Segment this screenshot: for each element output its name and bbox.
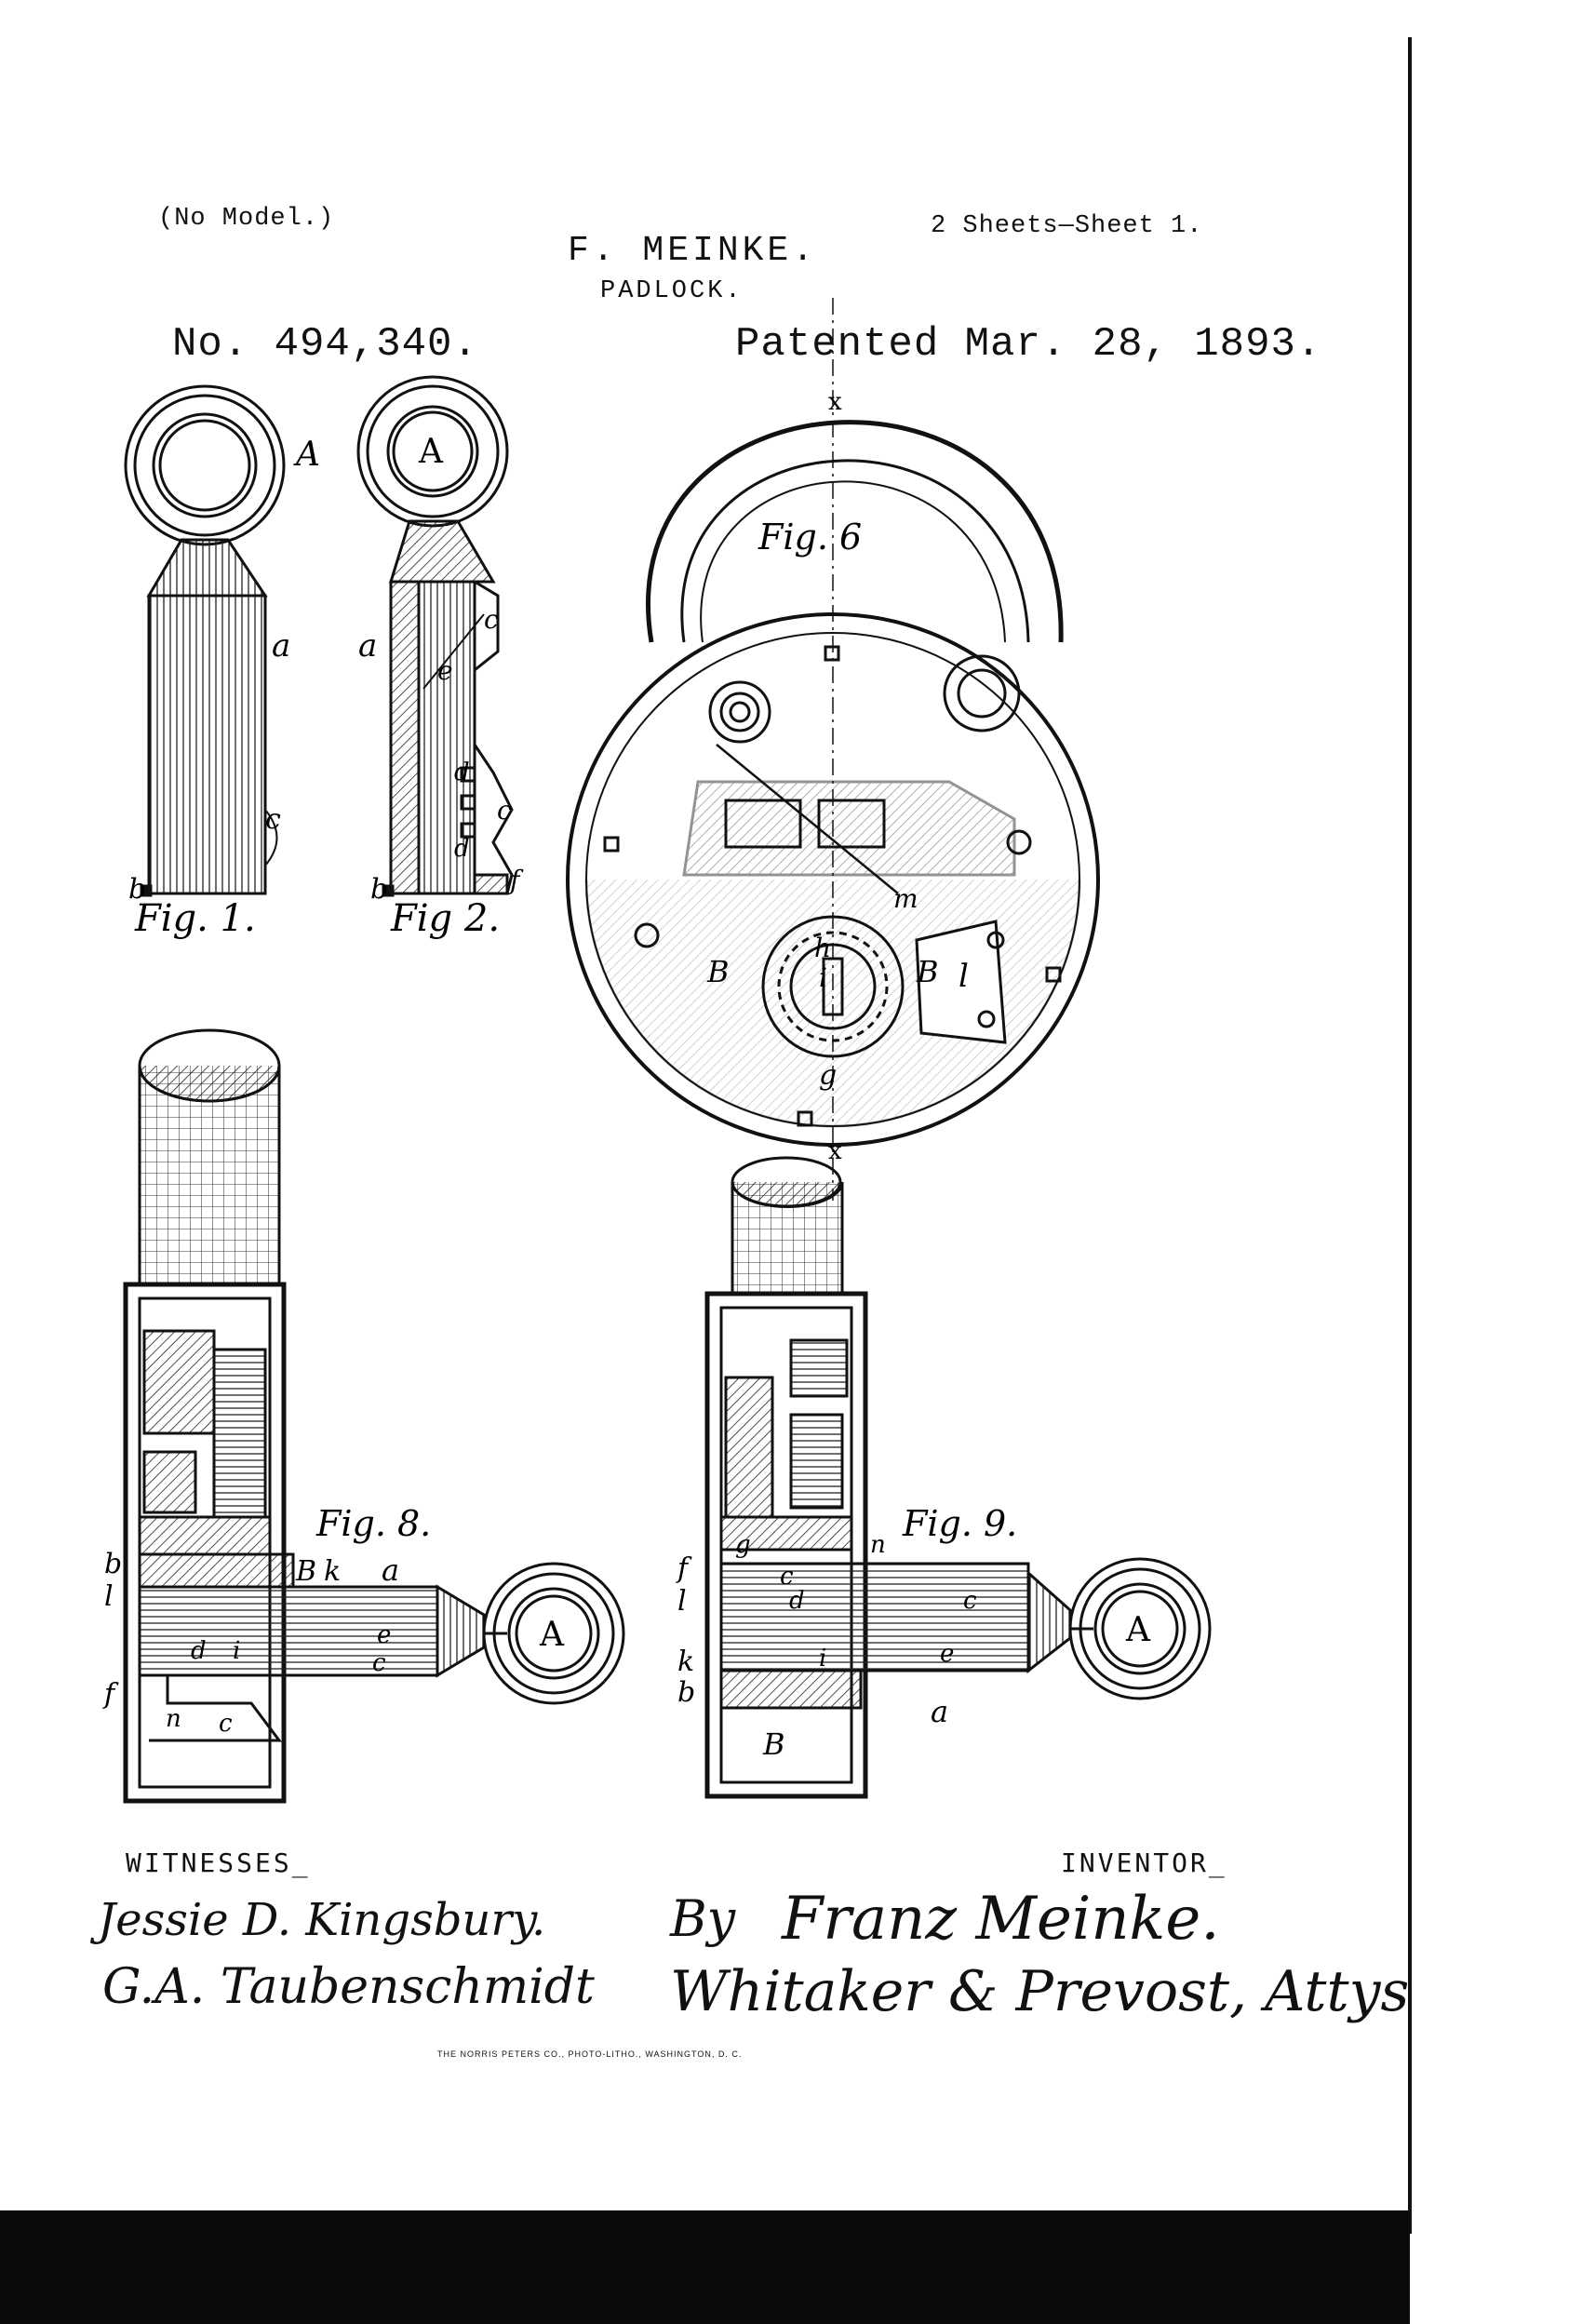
fig2-label-a: a	[358, 627, 377, 665]
fig9-label-c-right: c	[963, 1587, 977, 1615]
fig9-label-e: e	[940, 1640, 954, 1668]
fig6-label-i: i	[819, 962, 827, 993]
witness-1-signature: Jessie D. Kingsbury.	[98, 1894, 546, 1946]
fig6-caption: Fig. 6	[757, 517, 862, 557]
scan-border-band	[0, 2210, 1410, 2324]
fig8-caption: Fig. 8.	[315, 1503, 431, 1544]
fig9-label-a: a	[931, 1694, 948, 1729]
fig1-caption: Fig. 1.	[134, 897, 256, 940]
fig9-caption: Fig. 9.	[902, 1503, 1017, 1544]
figure-8	[123, 1028, 625, 1804]
fig2-label-f: f	[508, 865, 524, 895]
inventor-signature-by: By	[670, 1889, 736, 1948]
fig2-label-c-mid: c	[497, 795, 512, 826]
fig8-label-f: f	[102, 1678, 119, 1711]
figure-9	[704, 1156, 1212, 1799]
fig8-label-A: A	[539, 1616, 565, 1654]
figure-2	[356, 375, 514, 897]
fig8-label-a: a	[382, 1552, 399, 1588]
fig8-label-n: n	[166, 1705, 181, 1733]
witnesses-label: WITNESSES_	[126, 1847, 311, 1878]
inventor-name: F. MEINKE.	[568, 231, 818, 271]
fig6-label-m: m	[893, 883, 918, 914]
fig8-label-c-low: c	[219, 1710, 233, 1738]
printer-credit: THE NORRIS PETERS CO., PHOTO-LITHO., WAS…	[437, 2049, 743, 2059]
fig9-label-f: f	[676, 1552, 692, 1585]
fig2-label-d-top: d	[454, 759, 470, 786]
model-note: (No Model.)	[158, 205, 335, 233]
figure-1	[124, 384, 286, 897]
fig2-caption: Fig 2.	[390, 897, 500, 940]
fig8-label-l: l	[104, 1580, 114, 1613]
fig1-label-a: a	[272, 627, 290, 665]
fig2-label-c-top: c	[484, 604, 499, 635]
fig2-label-e: e	[437, 655, 453, 686]
fig6-label-g: g	[819, 1059, 837, 1092]
fig9-label-i: i	[819, 1645, 826, 1672]
fig8-label-c-right: c	[372, 1649, 386, 1677]
inventor-label: INVENTOR_	[1061, 1847, 1227, 1878]
fig8-label-i: i	[233, 1637, 240, 1665]
fig6-label-h: h	[814, 933, 831, 963]
witness-2-signature: G.A. Taubenschmidt	[102, 1959, 595, 2015]
attorneys-signature: Whitaker & Prevost, Attys	[670, 1959, 1410, 2024]
fig2-label-b: b	[370, 873, 388, 906]
fig8-label-d: d	[191, 1637, 207, 1665]
fig9-label-d: d	[789, 1587, 805, 1615]
fig9-label-A: A	[1125, 1611, 1151, 1649]
patent-title: PADLOCK.	[600, 277, 744, 305]
fig9-label-n: n	[870, 1531, 886, 1559]
fig9-label-g: g	[735, 1531, 751, 1559]
fig6-label-x-top: x	[828, 388, 842, 416]
fig1-label-A: A	[293, 436, 320, 474]
patent-number: No. 494,340.	[172, 321, 478, 368]
fig6-label-B-right: B	[916, 954, 939, 989]
fig8-label-b: b	[104, 1548, 122, 1580]
fig2-label-A: A	[418, 433, 444, 471]
fig9-label-k: k	[677, 1646, 694, 1678]
fig1-label-c: c	[265, 803, 281, 836]
fig1-label-b: b	[128, 873, 146, 906]
fig2-label-d-low: d	[454, 835, 470, 863]
figure-6	[566, 298, 1100, 1201]
fig9-label-l: l	[677, 1585, 687, 1618]
fig8-label-e: e	[377, 1621, 391, 1649]
fig8-label-B: B	[295, 1555, 316, 1588]
inventor-signature: Franz Meinke.	[782, 1885, 1220, 1954]
fig6-label-l: l	[959, 958, 969, 995]
fig9-label-b: b	[677, 1676, 695, 1709]
fig9-label-B: B	[762, 1726, 785, 1762]
fig6-label-x-bottom: x	[828, 1137, 842, 1165]
fig9-label-c: c	[780, 1563, 794, 1591]
fig8-label-k: k	[324, 1555, 341, 1588]
sheets-note: 2 Sheets—Sheet 1.	[931, 212, 1203, 240]
fig6-label-B-left: B	[706, 954, 730, 989]
